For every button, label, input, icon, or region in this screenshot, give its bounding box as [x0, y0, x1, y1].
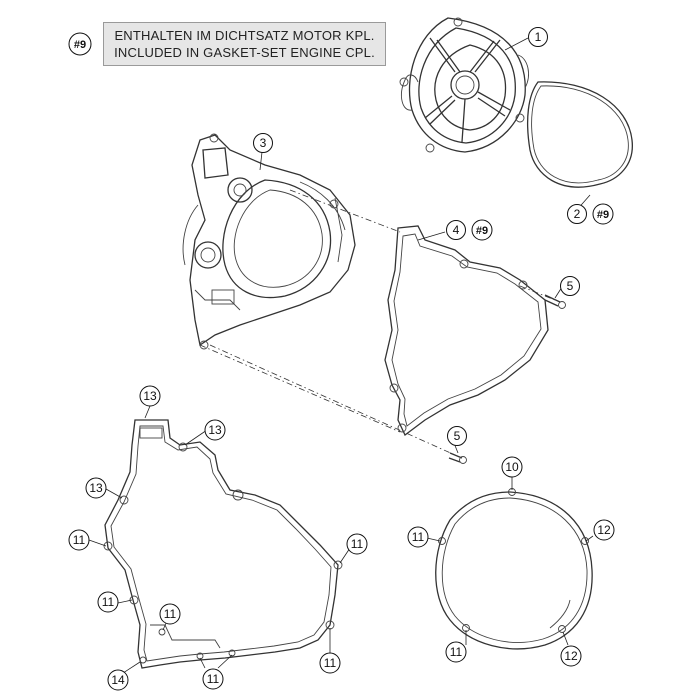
screw-part — [544, 294, 566, 309]
svg-text:14: 14 — [111, 673, 125, 687]
assembly-guide-line — [209, 344, 456, 456]
note-line-german: ENTHALTEN IM DICHTSATZ MOTOR KPL. — [114, 28, 375, 43]
gasket-set-note: ENTHALTEN IM DICHTSATZ MOTOR KPL. INCLUD… — [103, 22, 386, 66]
svg-text:11: 11 — [351, 537, 364, 551]
svg-text:11: 11 — [164, 607, 177, 621]
callout-11-inner: 11 — [159, 603, 181, 625]
assembly-guide-line — [519, 285, 556, 301]
svg-text:13: 13 — [89, 481, 103, 495]
assembly-guide-line — [199, 344, 401, 433]
svg-text:13: 13 — [208, 423, 222, 437]
callout-5-upper: 5 — [560, 276, 580, 296]
callout-12-ring-bottom: 12 — [560, 645, 582, 667]
screw-part — [448, 452, 467, 464]
svg-text:5: 5 — [567, 279, 574, 293]
svg-text:11: 11 — [102, 595, 115, 609]
svg-text:10: 10 — [505, 460, 519, 474]
callout-11-right-lower: 11 — [319, 652, 341, 674]
cover-gasket-ring-part — [526, 81, 633, 188]
callout-4: 4 #9 — [446, 219, 493, 241]
svg-text:#9: #9 — [476, 225, 488, 237]
svg-text:5: 5 — [454, 429, 461, 443]
svg-text:12: 12 — [564, 649, 578, 663]
svg-text:11: 11 — [207, 672, 220, 686]
assembly-guide-line — [289, 189, 401, 233]
callout-14: 14 — [107, 669, 129, 691]
callout-10: 10 — [501, 456, 523, 478]
clutch-cover-gasket-part — [435, 488, 593, 650]
callout-2: 2 #9 — [567, 203, 614, 225]
callout-11-ring-left: 11 — [407, 526, 429, 548]
callout-11-ring-bottom: 11 — [445, 641, 467, 663]
callout-5-lower: 5 — [447, 426, 467, 446]
leader-lines — [88, 37, 594, 676]
callout-11-left-upper: 11 — [68, 529, 90, 551]
callout-3: 3 — [253, 133, 273, 153]
svg-text:11: 11 — [324, 656, 337, 670]
svg-text:4: 4 — [453, 223, 460, 237]
svg-text:#9: #9 — [597, 209, 609, 221]
callout-13-left: 13 — [85, 477, 107, 499]
svg-text:12: 12 — [597, 523, 611, 537]
callout-13-upper-right: 13 — [204, 419, 226, 441]
note-line-english: INCLUDED IN GASKET-SET ENGINE CPL. — [114, 45, 375, 60]
callout-12-ring-right: 12 — [593, 519, 615, 541]
svg-text:11: 11 — [73, 533, 86, 547]
svg-text:3: 3 — [260, 136, 267, 150]
svg-text:13: 13 — [143, 389, 157, 403]
clutch-cover-part — [399, 17, 529, 153]
svg-text:11: 11 — [412, 530, 425, 544]
callout-11-right-upper: 11 — [346, 533, 368, 555]
svg-text:11: 11 — [450, 645, 463, 659]
callout-1: 1 — [528, 27, 548, 47]
svg-text:2: 2 — [574, 207, 581, 221]
side-cover-gasket-part — [384, 225, 549, 437]
engine-side-cover-part — [182, 133, 356, 350]
callout-11-left-middle: 11 — [97, 591, 119, 613]
note-tag-text: #9 — [74, 39, 86, 51]
large-flat-gasket-part — [103, 419, 343, 669]
callout-11-bottom: 11 — [202, 668, 224, 690]
svg-text:1: 1 — [535, 30, 542, 44]
note-tag: #9 — [68, 32, 92, 56]
callout-13-top: 13 — [139, 385, 161, 407]
